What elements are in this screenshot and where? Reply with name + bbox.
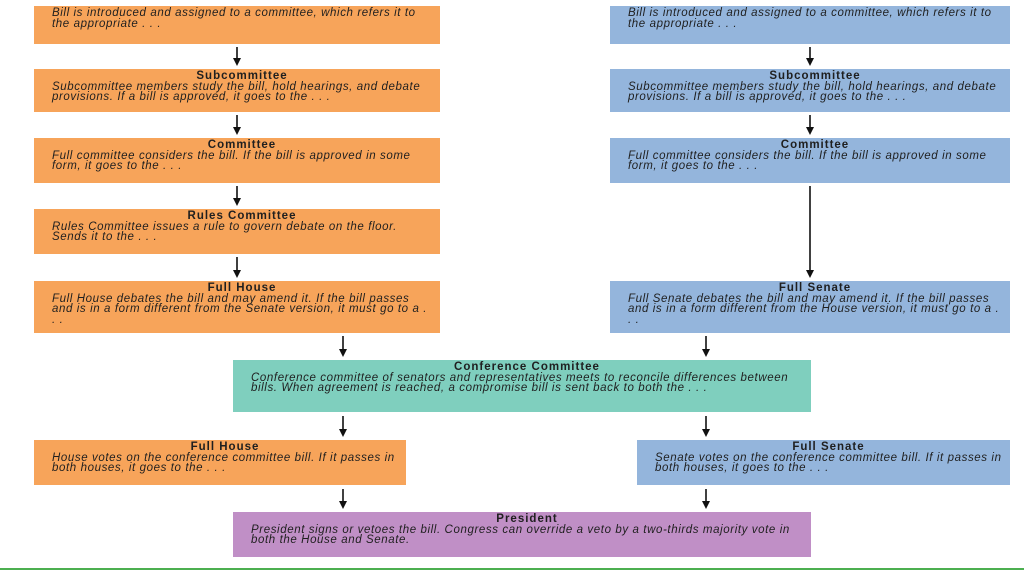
senate-committee-title: Committee xyxy=(780,139,850,151)
house-committee-text: Full committee considers the bill. If th… xyxy=(52,149,411,172)
conference-committee-title: Conference Committee xyxy=(454,361,600,373)
senate-full-title: Full Senate xyxy=(778,282,852,294)
senate-subcommittee-box: Subcommittee Subcommittee members study … xyxy=(610,69,1010,112)
house-subcommittee-title: Subcommittee xyxy=(196,70,288,82)
senate-vote-title: Full Senate xyxy=(792,441,865,453)
house-rules-box: Rules Committee Rules Committee issues a… xyxy=(34,209,440,254)
house-introduced-text: Bill is introduced and assigned to a com… xyxy=(52,7,416,30)
house-full-title: Full House xyxy=(207,282,277,294)
senate-subcommittee-text: Subcommittee members study the bill, hol… xyxy=(628,80,997,103)
house-vote-text: House votes on the conference committee … xyxy=(52,451,395,474)
senate-vote-text: Senate votes on the conference committee… xyxy=(655,451,1002,474)
senate-committee-box: Committee Full committee considers the b… xyxy=(610,138,1010,183)
senate-introduced-text: Bill is introduced and assigned to a com… xyxy=(628,7,992,30)
president-title: President xyxy=(496,513,558,525)
house-rules-text: Rules Committee issues a rule to govern … xyxy=(52,220,397,243)
senate-vote-box: Full Senate Senate votes on the conferen… xyxy=(637,440,1010,485)
senate-introduced-box: Bill is introduced and assigned to a com… xyxy=(610,6,1010,44)
senate-full-text: Full Senate debates the bill and may ame… xyxy=(628,292,1000,326)
senate-committee-text: Full committee considers the bill. If th… xyxy=(628,149,987,172)
house-subcommittee-box: Subcommittee Subcommittee members study … xyxy=(34,69,440,112)
house-rules-title: Rules Committee xyxy=(187,210,297,222)
bottom-rule xyxy=(0,568,1024,570)
senate-full-box: Full Senate Full Senate debates the bill… xyxy=(610,281,1010,333)
house-committee-title: Committee xyxy=(207,139,277,151)
house-committee-box: Committee Full committee considers the b… xyxy=(34,138,440,183)
house-vote-box: Full House House votes on the conference… xyxy=(34,440,406,485)
conference-committee-text: Conference committee of senators and rep… xyxy=(251,371,789,394)
house-full-text: Full House debates the bill and may amen… xyxy=(52,292,428,326)
president-text: President signs or vetoes the bill. Cong… xyxy=(251,523,790,546)
house-full-box: Full House Full House debates the bill a… xyxy=(34,281,440,333)
house-subcommittee-text: Subcommittee members study the bill, hol… xyxy=(52,80,421,103)
conference-committee-box: Conference Committee Conference committe… xyxy=(233,360,811,412)
president-box: President President signs or vetoes the … xyxy=(233,512,811,557)
house-introduced-box: Bill is introduced and assigned to a com… xyxy=(34,6,440,44)
house-vote-title: Full House xyxy=(190,441,260,453)
senate-subcommittee-title: Subcommittee xyxy=(769,70,861,82)
